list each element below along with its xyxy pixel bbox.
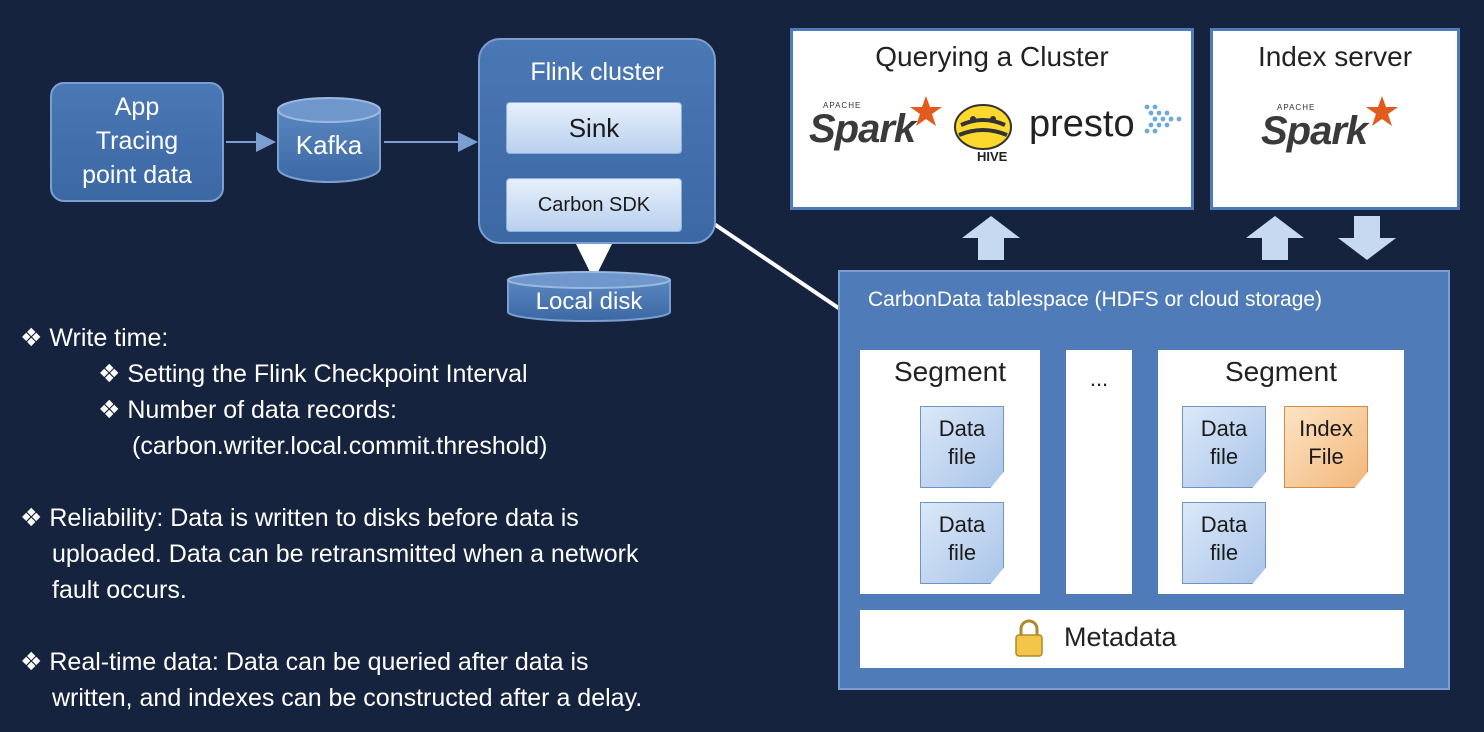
query-cluster-title: Querying a Cluster [875, 41, 1109, 72]
flink-cluster-title: Flink cluster [530, 58, 664, 86]
query-cluster-panel: Querying a Cluster APACHE Spark HIVE pre… [790, 28, 1194, 210]
hive-logo: HIVE [943, 97, 1023, 169]
local-disk-label: Local disk [535, 288, 643, 315]
kafka-cylinder [277, 97, 381, 183]
bullet-realtime-line2: written, and indexes can be constructed … [52, 684, 643, 712]
presto-logo: presto [1029, 103, 1189, 163]
bullet-realtime: ❖ Real-time data: Data can be queried af… [20, 648, 589, 676]
tablespace-box: CarbonData tablespace (HDFS or cloud sto… [838, 270, 1450, 690]
bullet-write-time: ❖ Write time: [20, 324, 169, 352]
app-tracing-box: App Tracing point data [50, 82, 224, 202]
segment-right: Segment Data file Index File Data file [1158, 350, 1404, 594]
metadata-bar: Metadata [860, 610, 1404, 668]
segment-left: Segment Data file Data file [860, 350, 1040, 594]
carbon-sdk-box: Carbon SDK [506, 178, 682, 232]
data-file-doc: Data file [920, 502, 1004, 584]
index-server-title: Index server [1257, 41, 1413, 72]
bullet-records-param: (carbon.writer.local.commit.threshold) [132, 432, 548, 460]
index-server-panel: Index server APACHE Spark [1210, 28, 1460, 210]
spark-star-icon [910, 96, 942, 126]
data-file-doc: Data file [920, 406, 1004, 488]
spark-logo: APACHE Spark [809, 96, 942, 171]
hive-bee-icon [954, 104, 1012, 150]
index-up-arrow-icon [1246, 216, 1304, 260]
segment-ellipsis: ... [1066, 350, 1132, 594]
metadata-label: Metadata [1064, 622, 1177, 652]
bullet-reliability-line3: fault occurs. [52, 576, 187, 604]
lock-icon [1015, 619, 1043, 657]
index-file-doc: Index File [1284, 406, 1368, 488]
spark-star-icon [1366, 96, 1398, 126]
tablespace-title: CarbonData tablespace (HDFS or cloud sto… [868, 288, 1323, 311]
data-file-doc: Data file [1182, 502, 1266, 584]
query-up-arrow-icon [962, 216, 1020, 260]
sink-box: Sink [506, 102, 682, 154]
segment-left-title: Segment [893, 356, 1007, 387]
bullet-reliability-line2: uploaded. Data can be retransmitted when… [52, 540, 639, 568]
bullet-list: ❖ Write time: ❖ Setting the Flink Checkp… [20, 324, 643, 712]
ellipsis-label: ... [1089, 366, 1109, 391]
bullet-checkpoint: ❖ Setting the Flink Checkpoint Interval [98, 360, 528, 388]
presto-dots-icon [1144, 104, 1182, 134]
bullet-records: ❖ Number of data records: [98, 396, 397, 424]
bullet-reliability: ❖ Reliability: Data is written to disks … [20, 504, 579, 532]
segment-right-title: Segment [1224, 356, 1338, 387]
index-spark-logo: APACHE Spark [1261, 96, 1421, 173]
kafka-label: Kafka [295, 130, 363, 160]
index-down-arrow-icon [1338, 216, 1396, 260]
local-disk-cylinder [507, 271, 671, 322]
data-file-doc: Data file [1182, 406, 1266, 488]
